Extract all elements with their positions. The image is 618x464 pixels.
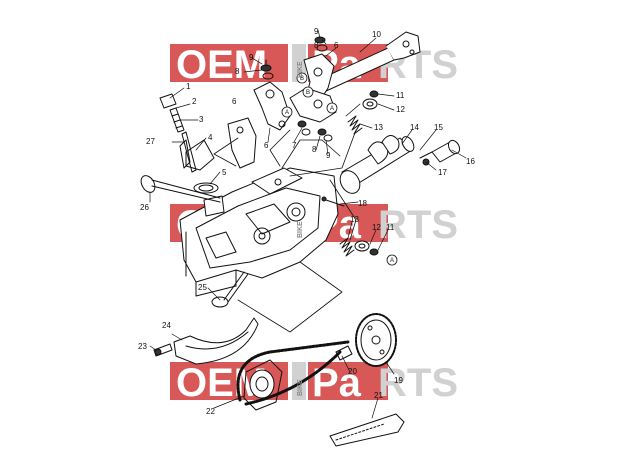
- adjuster-screw-nut-set: [260, 36, 333, 142]
- rocker-arm-part-left: [253, 81, 291, 131]
- callout-leaders: [149, 29, 467, 419]
- callout-8b: 8: [314, 41, 319, 50]
- callout-4: 4: [208, 133, 213, 142]
- ref-label-a: A: [390, 258, 394, 264]
- shim-washer-lower: [354, 240, 379, 256]
- cylinder-head-part: [179, 167, 339, 297]
- ref-label-a: A: [285, 110, 289, 116]
- ref-circle: [386, 254, 398, 266]
- callout-9b: 9: [314, 27, 319, 36]
- callout-24: 24: [162, 321, 171, 330]
- callout-5: 5: [222, 168, 227, 177]
- ref-label-b: B: [300, 76, 304, 82]
- callout-6c: 6: [334, 41, 339, 50]
- callout-19: 19: [394, 376, 403, 385]
- callout-11a: 11: [396, 91, 405, 100]
- chain-guide-part-24: [173, 317, 259, 365]
- watermark-red-block: [170, 44, 288, 82]
- dowel-part-18: [321, 196, 345, 207]
- guide-bolt-part-23: [153, 343, 173, 357]
- callout-25: 25: [198, 283, 207, 292]
- callout-8a: 8: [235, 67, 240, 76]
- callout-11b: 11: [386, 223, 395, 232]
- watermark-rts-text: RTS: [378, 203, 458, 247]
- callout-1: 1: [186, 82, 191, 91]
- callout-12b: 12: [372, 223, 381, 232]
- valve-spring-bottom: [339, 237, 355, 257]
- callout-numbers: 1 2 3 4 5 6 6 6 7 8 8 8 9 9 9 10 11 11 1…: [138, 27, 475, 416]
- watermark-gray-strip: [292, 44, 306, 82]
- callout-21: 21: [374, 391, 383, 400]
- ref-label-b: B: [306, 90, 310, 96]
- watermark-bike-text: BIKE: [297, 221, 304, 238]
- valve-part-26: [140, 175, 221, 203]
- callout-17: 17: [438, 168, 447, 177]
- callout-22: 22: [206, 407, 215, 416]
- callout-16: 16: [466, 157, 475, 166]
- watermark-bottom: OEM Pa RTS: [170, 361, 458, 405]
- valve-spring-top: [347, 115, 363, 135]
- callout-8c: 8: [312, 145, 317, 154]
- callout-20: 20: [348, 367, 357, 376]
- tensioner-bolt-set: [159, 93, 197, 173]
- callout-13a: 13: [374, 123, 383, 132]
- callout-9a: 9: [249, 53, 254, 62]
- reference-markers: [281, 72, 398, 266]
- camshaft-part: [339, 135, 415, 194]
- valve-part-25: [211, 271, 249, 308]
- callout-15: 15: [434, 123, 443, 132]
- callout-9c: 9: [326, 151, 331, 160]
- cam-chain-tensioner: [179, 139, 219, 194]
- watermark-bike-text: BIKE: [297, 61, 304, 78]
- shim-washer-top: [362, 90, 379, 110]
- ref-circle: [281, 106, 293, 118]
- assembly-guide-lines: [213, 103, 361, 333]
- callout-6b: 6: [232, 97, 237, 106]
- callout-18: 18: [358, 199, 367, 208]
- chain-guide-part-21: [329, 413, 405, 447]
- ref-circle: [326, 102, 338, 114]
- rocker-bracket-part: [227, 117, 257, 169]
- callout-7: 7: [292, 141, 297, 150]
- ref-circle: [302, 86, 314, 98]
- watermark-bike-text: BIKE: [297, 379, 304, 396]
- callout-6a: 6: [264, 141, 269, 150]
- watermark-bike-labels: BIKE BIKE BIKE: [297, 61, 304, 396]
- sprocket-bolt-part-20: [335, 345, 353, 361]
- cam-chain-part-22: [236, 340, 350, 411]
- watermark-gray-strip: [292, 362, 306, 400]
- callout-10: 10: [372, 30, 381, 39]
- callout-13b: 13: [350, 215, 359, 224]
- watermark-oem-text: OEM: [176, 43, 267, 87]
- ref-label-a: A: [330, 106, 334, 112]
- callout-12a: 12: [396, 105, 405, 114]
- callout-3: 3: [199, 115, 204, 124]
- cam-sprocket-part-19: [355, 313, 397, 367]
- callout-2: 2: [192, 97, 197, 106]
- callout-14: 14: [410, 123, 419, 132]
- callout-26: 26: [140, 203, 149, 212]
- callout-27: 27: [146, 137, 155, 146]
- watermark-rts-text: RTS: [378, 361, 458, 405]
- callout-23: 23: [138, 342, 147, 351]
- ref-circle: [296, 72, 308, 84]
